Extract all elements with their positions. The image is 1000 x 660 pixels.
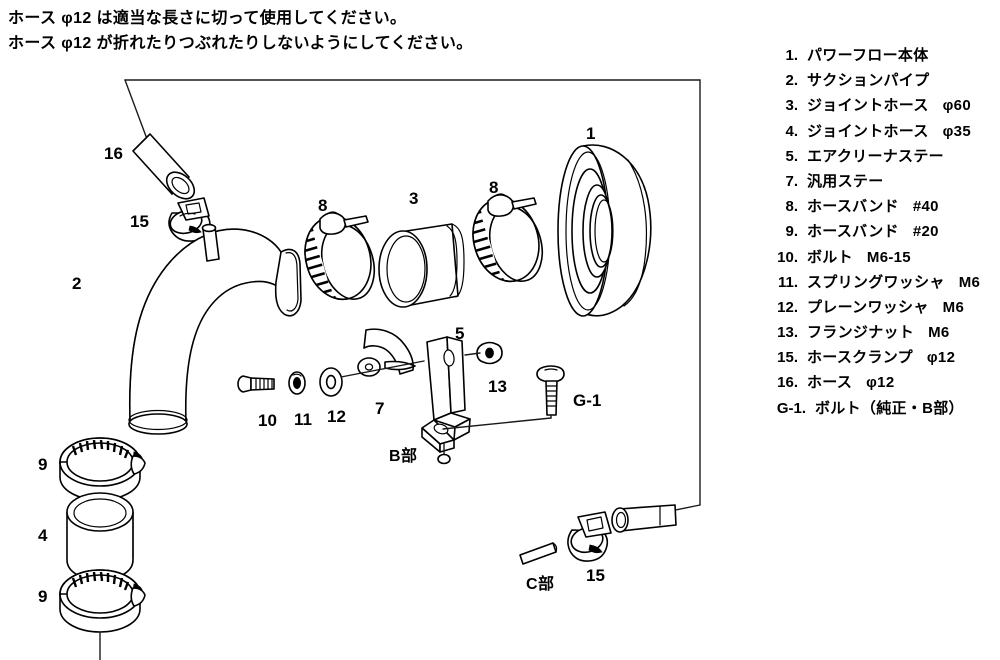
- part-hose-band-20-upper: [59, 437, 146, 501]
- parts-list-name: ジョイントホース: [807, 97, 929, 115]
- parts-list-name: ボルト: [807, 248, 853, 266]
- part-hose-12: [132, 133, 196, 200]
- parts-list-row: 5. エアクリーナステー: [762, 145, 1000, 170]
- callout-5: 5: [455, 324, 465, 343]
- parts-list-number: 10.: [777, 248, 798, 266]
- parts-list-row: 16. ホース φ12: [762, 371, 1000, 396]
- callout-2: 2: [72, 274, 82, 293]
- parts-list-row: 2. サクションパイプ: [762, 69, 1000, 94]
- parts-list-number: 7.: [785, 172, 798, 190]
- parts-list-name: スプリングワッシャ: [807, 273, 945, 291]
- part-hose-band-40-right: [464, 193, 544, 290]
- parts-list-row: 13. フランジナット M6: [762, 321, 1000, 346]
- part-stock-bolt-g1: [536, 365, 565, 416]
- parts-list-name: ジョイントホース: [807, 122, 929, 140]
- parts-list-row: 10. ボルト M6-15: [762, 246, 1000, 271]
- parts-list-name: サクションパイプ: [807, 72, 930, 90]
- callout-10: 10: [258, 411, 277, 430]
- parts-list-number: G-1.: [776, 399, 806, 417]
- parts-list-number: 13.: [777, 324, 798, 342]
- parts-list-spec: #40: [912, 198, 939, 216]
- parts-list-spec: φ60: [942, 97, 971, 115]
- parts-list-name: パワーフロー本体: [807, 47, 929, 64]
- parts-list-number: 11.: [777, 273, 798, 291]
- parts-list-number: 5.: [785, 147, 798, 165]
- part-spring-washer-m6: [288, 371, 306, 395]
- part-plain-washer-m6: [319, 367, 343, 397]
- parts-list-row: G-1. ボルト（純正・B部）: [762, 397, 1000, 422]
- parts-list-row: 3. ジョイントホース φ60: [762, 94, 1000, 119]
- part-flange-nut-m6: [476, 341, 503, 365]
- installation-notes: ホース φ12 は適当な長さに切って使用してください。 ホース φ12 が折れた…: [8, 6, 648, 56]
- part-joint-hose-35: [66, 492, 134, 581]
- callout-8: 8: [318, 196, 328, 215]
- callout-15: 15: [586, 566, 605, 585]
- parts-list-spec: φ12: [926, 349, 956, 367]
- parts-list-number: 4.: [785, 122, 798, 140]
- parts-list-spec: M6: [942, 298, 965, 316]
- part-hose-clamp-upper: [168, 197, 211, 242]
- part-hose-band-20-lower: [59, 569, 146, 660]
- part-bolt-m6-15: [237, 375, 275, 393]
- parts-list-row: 1. パワーフロー本体: [762, 44, 1000, 69]
- callout-7: 7: [375, 399, 385, 418]
- parts-list-number: 15.: [777, 349, 798, 367]
- detail-c-label: C部: [526, 576, 555, 593]
- detail-c-assembly: [519, 504, 677, 565]
- note-line-2: ホース φ12 が折れたりつぶれたりしないようにしてください。: [8, 35, 473, 52]
- callout-13: 13: [488, 377, 507, 396]
- part-hose-clamp-detail: [567, 511, 612, 562]
- parts-list-row: 7. 汎用ステー: [762, 170, 1000, 195]
- parts-list-row: 4. ジョイントホース φ35: [762, 120, 1000, 145]
- parts-list-row: 15. ホースクランプ φ12: [762, 346, 1000, 371]
- callout-12: 12: [327, 407, 346, 426]
- parts-list-number: 16.: [777, 374, 798, 392]
- part-power-flow-filter: [557, 144, 652, 317]
- hardware-leader-lines: [340, 352, 552, 465]
- parts-list: 1. パワーフロー本体 2. サクションパイプ 3. ジョイントホース φ60 4. ジョイント…: [762, 44, 1000, 422]
- parts-list-row: 11. スプリングワッシャ M6: [762, 271, 1000, 296]
- parts-list-number: 12.: [777, 298, 798, 316]
- parts-list-row: 12. プレーンワッシャ M6: [762, 296, 1000, 321]
- callout-9: 9: [38, 455, 48, 474]
- callout-11: 11: [294, 410, 312, 429]
- parts-list-row: 9. ホースバンド #20: [762, 220, 1000, 245]
- detail-b-label: B部: [389, 448, 418, 465]
- part-suction-pipe: [128, 223, 302, 435]
- parts-list-spec: M6-15: [866, 248, 911, 266]
- parts-list-spec: φ35: [942, 122, 971, 140]
- callout-15: 15: [130, 212, 149, 231]
- parts-list-name: ボルト（純正・B部）: [815, 399, 964, 417]
- parts-list-number: 9.: [785, 223, 798, 241]
- parts-list-number: 2.: [785, 72, 798, 90]
- parts-list-name: 汎用ステー: [807, 172, 884, 190]
- parts-list-row: 8. ホースバンド #40: [762, 195, 1000, 220]
- parts-list-name: プレーンワッシャ: [807, 298, 929, 316]
- callout-9: 9: [38, 587, 48, 606]
- callout-8: 8: [489, 178, 499, 197]
- parts-list-name: ホースクランプ: [807, 349, 913, 367]
- parts-list-number: 8.: [785, 198, 798, 216]
- callout-g-1: G-1: [573, 391, 602, 410]
- part-hose-band-40-left: [296, 211, 376, 308]
- callout-4: 4: [38, 526, 48, 545]
- parts-list-number: 3.: [785, 97, 798, 115]
- parts-list-name: フランジナット: [807, 324, 915, 342]
- parts-list-spec: φ12: [866, 374, 895, 392]
- parts-list-name: ホースバンド: [807, 223, 899, 241]
- part-generic-stay: [357, 328, 416, 377]
- part-air-cleaner-stay: [421, 336, 471, 453]
- callout-16: 16: [104, 144, 123, 163]
- parts-list-spec: #20: [912, 223, 939, 241]
- parts-list-name: ホースバンド: [807, 198, 899, 216]
- part-joint-hose-60: [378, 223, 465, 308]
- parts-list-spec: M6: [958, 273, 981, 291]
- parts-list-spec: M6: [928, 324, 950, 342]
- parts-list-name: エアクリーナステー: [807, 147, 944, 165]
- parts-list-number: 1.: [785, 47, 798, 64]
- parts-list-name: ホース: [807, 374, 853, 392]
- callout-1: 1: [586, 124, 596, 143]
- callout-3: 3: [409, 189, 419, 208]
- note-line-1: ホース φ12 は適当な長さに切って使用してください。: [8, 10, 407, 27]
